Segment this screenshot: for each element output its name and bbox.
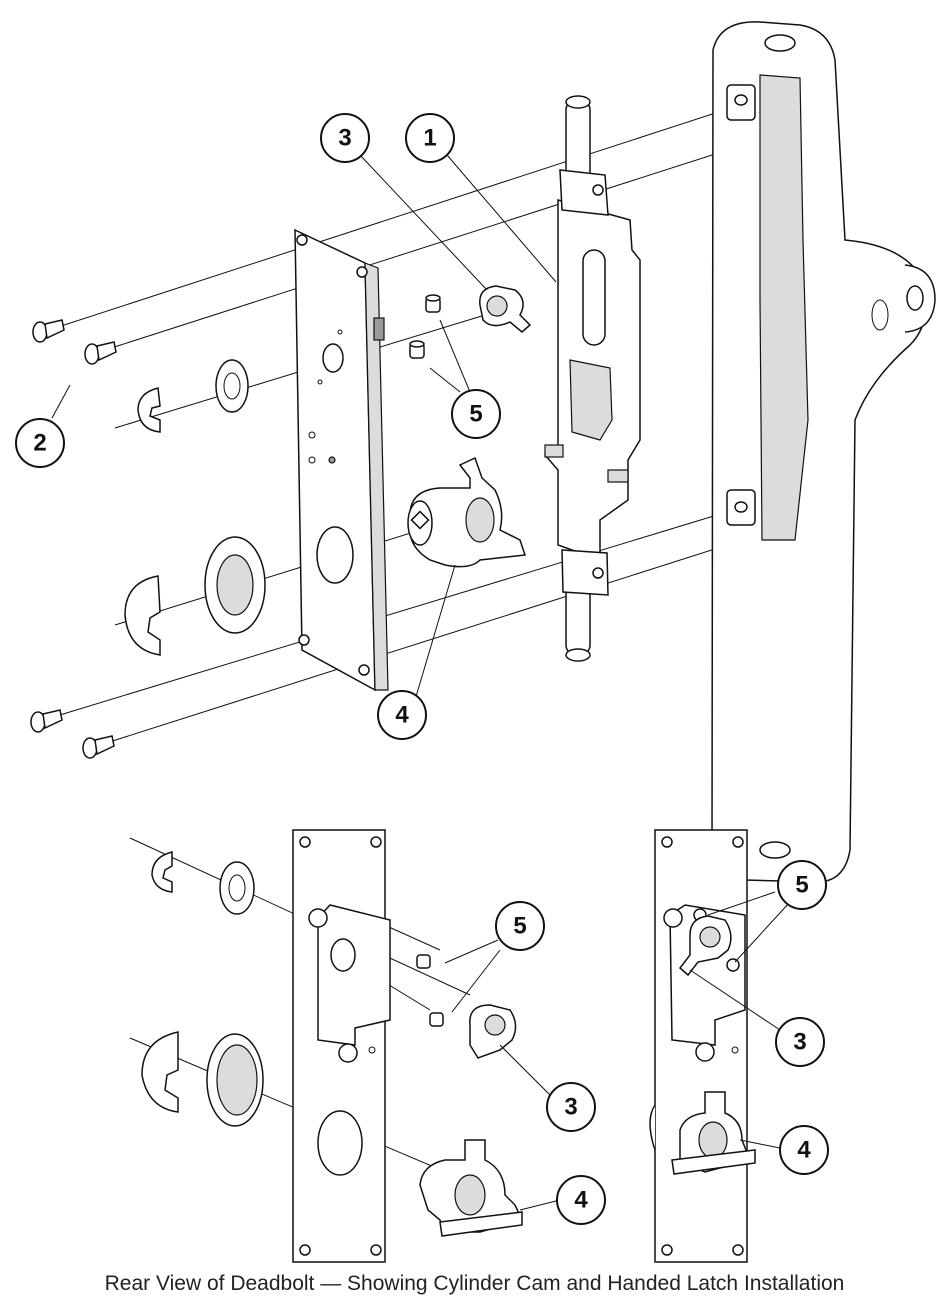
cylinder-cam-icon (407, 456, 527, 568)
leader-line (739, 1139, 781, 1149)
svg-text:2: 2 (33, 430, 46, 457)
leader-line (689, 969, 781, 1031)
leader-line (451, 949, 501, 1013)
axis-line (99, 524, 791, 746)
mounting-plate-icon (649, 829, 748, 1263)
set-screw-icon (693, 908, 740, 972)
svg-text:3: 3 (564, 1094, 577, 1121)
set-screw-icon (416, 954, 444, 1027)
leader-line (446, 154, 557, 283)
axis-line (49, 507, 741, 719)
leader-line (51, 384, 71, 419)
washer-icon (206, 861, 264, 1127)
axis-line (104, 129, 791, 351)
figure-caption: Rear View of Deadbolt — Showing Cylinder… (104, 1272, 845, 1295)
top-exploded-view: 3 1 2 5 4 (15, 21, 936, 883)
svg-text:4: 4 (574, 1187, 588, 1214)
leader-line (359, 154, 488, 291)
cylinder-cam-icon (469, 1004, 517, 1059)
retaining-clip-icon (124, 387, 161, 656)
callout-part-4: 4 (377, 690, 427, 740)
cylinder-cam-icon (479, 285, 532, 333)
svg-text:5: 5 (513, 913, 526, 940)
latch-bolt-icon (543, 95, 641, 662)
bottom-left-view: 5 3 4 (129, 829, 606, 1263)
callout-part-5: 5 (777, 860, 827, 910)
bottom-right-view: 5 3 4 (649, 829, 829, 1263)
leader-line (414, 564, 456, 701)
leader-line (734, 901, 791, 963)
cylinder-cam-icon (671, 1091, 756, 1175)
svg-text:4: 4 (797, 1137, 811, 1164)
svg-text:3: 3 (793, 1029, 806, 1056)
leader-line (499, 1044, 556, 1101)
housing-icon (711, 21, 936, 883)
callout-part-4: 4 (779, 1125, 829, 1175)
svg-text:3: 3 (338, 125, 351, 152)
svg-text:1: 1 (423, 125, 436, 152)
cylinder-cam-icon (419, 1139, 524, 1237)
callout-part-3: 3 (546, 1082, 596, 1132)
washer-icon (204, 359, 266, 634)
callout-part-1: 1 (405, 113, 455, 163)
retaining-clip-icon (141, 851, 179, 1113)
set-screw-icon (409, 294, 441, 359)
mounting-plate-icon (292, 829, 391, 1263)
leader-line (707, 891, 776, 916)
axis-line (54, 104, 741, 329)
callout-part-3: 3 (775, 1017, 825, 1067)
svg-text:4: 4 (395, 702, 409, 729)
leader-line (444, 939, 499, 964)
callout-part-3: 3 (320, 113, 370, 163)
cylinder-cam-icon (678, 915, 732, 977)
screw-icon (30, 319, 117, 759)
svg-text:5: 5 (469, 401, 482, 428)
leader-line (439, 319, 471, 393)
leader-line (429, 367, 461, 393)
callout-part-5: 5 (495, 901, 545, 951)
leader-line (519, 1199, 561, 1211)
svg-text:5: 5 (795, 872, 808, 899)
callout-part-2: 2 (15, 418, 65, 468)
callout-part-5: 5 (451, 389, 501, 439)
mounting-plate-icon (294, 228, 389, 692)
callout-part-4: 4 (556, 1175, 606, 1225)
